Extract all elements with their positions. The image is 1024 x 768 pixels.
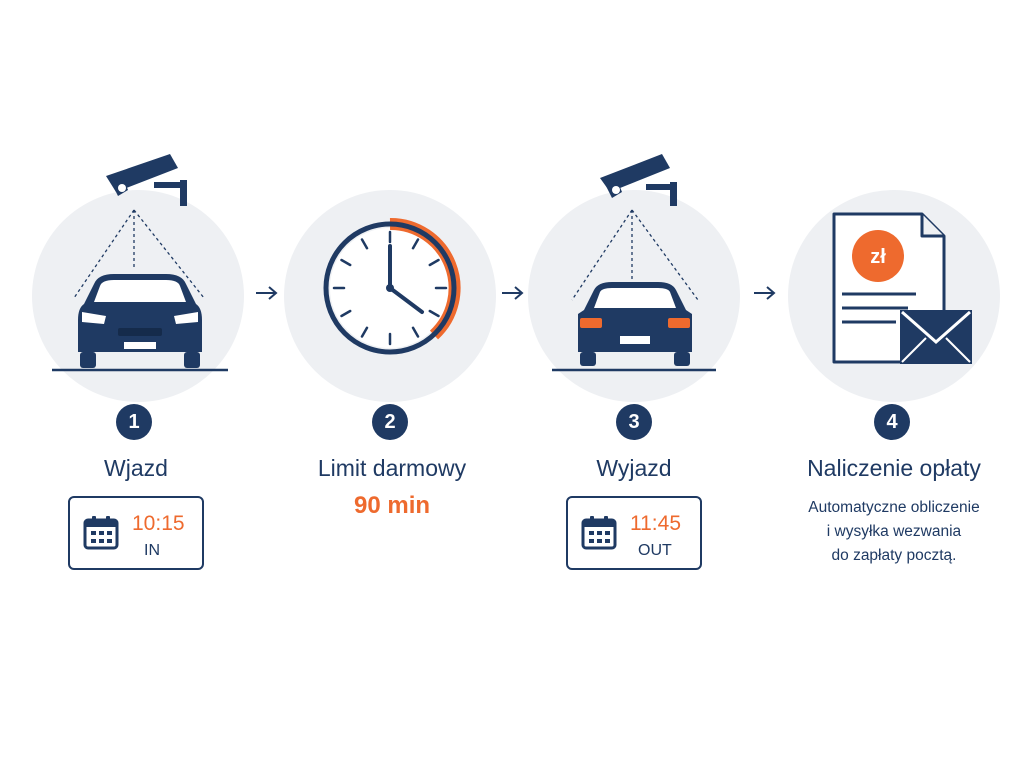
car-rear-icon (578, 282, 692, 366)
calendar-icon (581, 516, 617, 550)
description-line: i wysyłka wezwania (826, 523, 962, 540)
arrow-right-icon-1 (256, 286, 278, 300)
step-3-title: Wyjazd (596, 455, 672, 481)
security-camera-icon (106, 154, 187, 206)
entry-time: 10:15 (132, 512, 185, 535)
step-1-title: Wjazd (104, 455, 168, 481)
car-rear-camera-icon (552, 154, 716, 372)
exit-direction: OUT (638, 542, 672, 559)
envelope-icon (900, 310, 972, 364)
step-4-title: Naliczenie opłaty (807, 455, 981, 481)
car-front-camera-icon (52, 154, 228, 372)
description-line: do zapłaty pocztą. (831, 547, 957, 564)
exit-time-box: 11:45 OUT (566, 496, 702, 570)
entry-time-box: 10:15 IN (68, 496, 204, 570)
invoice-envelope-icon: zł (832, 212, 972, 364)
step-2-number: 2 (372, 404, 408, 440)
arrow-right-icon-2 (502, 286, 524, 300)
step-4-description: Automatyczne obliczenie i wysyłka wezwan… (774, 496, 1014, 568)
security-camera-icon (600, 154, 677, 206)
step-3-number: 3 (616, 404, 652, 440)
entry-direction: IN (144, 542, 160, 559)
currency-symbol: zł (870, 246, 886, 268)
car-front-icon (78, 274, 202, 368)
clock-icon (323, 217, 461, 355)
free-limit-value: 90 min (353, 492, 431, 519)
step-1-number: 1 (116, 404, 152, 440)
calendar-icon (83, 516, 119, 550)
description-line: Automatyczne obliczenie (808, 499, 980, 516)
step-2-title: Limit darmowy (317, 455, 467, 481)
exit-time: 11:45 (630, 512, 681, 535)
step-4-number: 4 (874, 404, 910, 440)
arrow-right-icon-3 (754, 286, 776, 300)
